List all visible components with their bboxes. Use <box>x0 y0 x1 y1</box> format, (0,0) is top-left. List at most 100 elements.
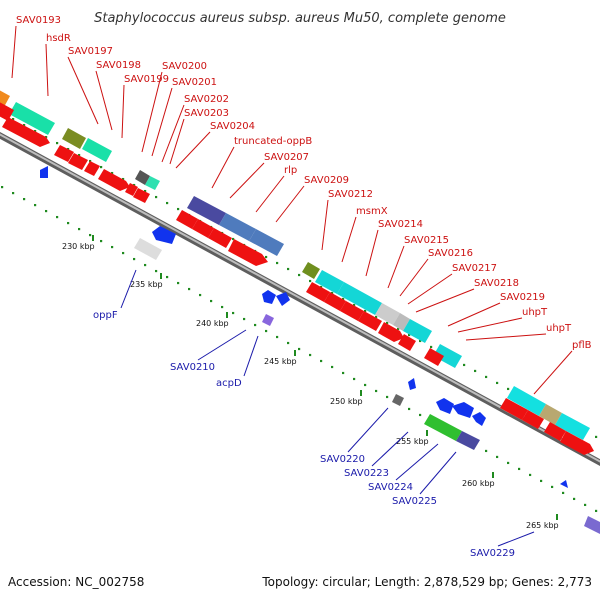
reverse-arrow[interactable] <box>452 402 474 418</box>
feature-block[interactable] <box>135 170 150 185</box>
gene-label[interactable]: SAV0202 <box>184 94 229 105</box>
gene-label[interactable]: SAV0225 <box>392 496 437 507</box>
gene-label[interactable]: SAV0210 <box>170 362 215 373</box>
feature-block[interactable] <box>392 394 404 406</box>
gene-label[interactable]: SAV0224 <box>368 482 413 493</box>
feature-block[interactable] <box>302 262 320 279</box>
track-tick <box>474 369 477 373</box>
cds-arrow[interactable] <box>54 145 74 162</box>
gene-label[interactable]: SAV0216 <box>428 248 473 259</box>
gene-label[interactable]: SAV0197 <box>68 46 113 57</box>
cds-arrow[interactable] <box>560 431 594 455</box>
cds-arrow[interactable] <box>544 422 566 441</box>
cds-arrow[interactable] <box>176 210 198 229</box>
gene-label[interactable]: msmX <box>356 206 388 217</box>
label-leader <box>197 329 247 361</box>
cds-arrow[interactable] <box>340 301 364 321</box>
gene-label[interactable]: SAV0223 <box>344 468 389 479</box>
feature-block[interactable] <box>539 404 562 425</box>
feature-block[interactable] <box>134 238 162 260</box>
label-leader <box>11 25 17 79</box>
cds-arrow[interactable] <box>84 161 100 176</box>
feature-block[interactable] <box>456 431 480 450</box>
cds-arrow[interactable] <box>208 228 232 248</box>
gene-label[interactable]: SAV0209 <box>304 175 349 186</box>
feature-block[interactable] <box>0 86 10 107</box>
feature-block[interactable] <box>82 138 112 162</box>
gene-label[interactable]: SAV0218 <box>474 278 519 289</box>
track-tick <box>221 305 224 309</box>
track-tick <box>342 371 345 375</box>
gene-label[interactable]: uhpT <box>522 307 548 318</box>
feature-block[interactable] <box>262 314 274 326</box>
reverse-arrow[interactable] <box>152 226 176 244</box>
cds-arrow[interactable] <box>500 398 528 420</box>
cds-arrow[interactable] <box>125 183 138 196</box>
cds-arrow[interactable] <box>133 188 150 203</box>
gene-label[interactable]: SAV0207 <box>264 152 309 163</box>
gene-label[interactable]: rlp <box>284 165 297 176</box>
gene-label[interactable]: SAV0219 <box>500 292 545 303</box>
reverse-arrow[interactable] <box>560 480 568 488</box>
track-tick <box>430 345 433 349</box>
gene-label[interactable]: pflB <box>572 340 592 351</box>
feature-block[interactable] <box>9 102 55 135</box>
gene-label[interactable]: SAV0217 <box>452 263 497 274</box>
feature-block[interactable] <box>507 386 546 416</box>
gene-label[interactable]: SAV0199 <box>124 74 169 85</box>
gene-label[interactable]: SAV0203 <box>184 108 229 119</box>
cds-arrow[interactable] <box>228 239 268 266</box>
feature-block[interactable] <box>62 128 86 149</box>
track-tick <box>122 177 125 181</box>
track-tick <box>562 491 565 495</box>
feature-block[interactable] <box>555 413 590 440</box>
gene-label[interactable]: SAV0229 <box>470 548 515 559</box>
gene-label[interactable]: SAV0193 <box>16 15 61 26</box>
cds-arrow[interactable] <box>378 322 404 342</box>
cds-arrow[interactable] <box>398 334 416 351</box>
feature-block[interactable] <box>249 229 284 256</box>
gene-label[interactable]: SAV0204 <box>210 121 255 132</box>
reverse-arrow[interactable] <box>40 166 48 178</box>
gene-label[interactable]: SAV0201 <box>172 77 217 88</box>
feature-block[interactable] <box>584 516 600 534</box>
feature-block[interactable] <box>337 282 382 315</box>
gene-label[interactable]: SAV0215 <box>404 235 449 246</box>
reverse-arrow[interactable] <box>436 398 454 414</box>
cds-arrow[interactable] <box>0 98 14 121</box>
cds-arrow[interactable] <box>324 292 346 311</box>
feature-block[interactable] <box>393 313 410 331</box>
cds-arrow[interactable] <box>68 153 88 170</box>
track-tick <box>507 387 510 391</box>
gene-label[interactable]: uhpT <box>546 323 572 334</box>
gene-label[interactable]: truncated-oppB <box>234 136 312 147</box>
cds-arrow[interactable] <box>2 117 50 147</box>
gene-label[interactable]: hsdR <box>46 33 71 44</box>
gene-label[interactable]: SAV0220 <box>320 454 365 465</box>
cds-arrow[interactable] <box>306 282 330 302</box>
feature-block[interactable] <box>424 414 462 441</box>
gene-label[interactable]: oppF <box>93 310 118 321</box>
gene-label[interactable]: SAV0214 <box>378 219 423 230</box>
reverse-arrow[interactable] <box>408 378 416 390</box>
reverse-arrow[interactable] <box>472 412 486 426</box>
feature-block[interactable] <box>403 319 432 343</box>
cds-arrow[interactable] <box>358 311 382 331</box>
gene-label[interactable]: SAV0200 <box>162 61 207 72</box>
track-tick <box>1 185 4 189</box>
reverse-arrow[interactable] <box>262 290 276 304</box>
feature-block[interactable] <box>187 196 226 225</box>
feature-block[interactable] <box>315 270 344 294</box>
feature-block[interactable] <box>219 213 256 241</box>
cds-arrow[interactable] <box>424 348 444 366</box>
reverse-arrow[interactable] <box>276 292 290 306</box>
gene-label[interactable]: acpD <box>216 378 242 389</box>
cds-arrow[interactable] <box>192 219 214 238</box>
gene-label[interactable]: SAV0198 <box>96 60 141 71</box>
gene-label[interactable]: SAV0212 <box>328 189 373 200</box>
cds-arrow[interactable] <box>522 410 544 429</box>
cds-arrow[interactable] <box>98 169 130 191</box>
feature-block[interactable] <box>433 344 462 368</box>
feature-block[interactable] <box>375 303 400 325</box>
feature-block[interactable] <box>145 176 160 190</box>
